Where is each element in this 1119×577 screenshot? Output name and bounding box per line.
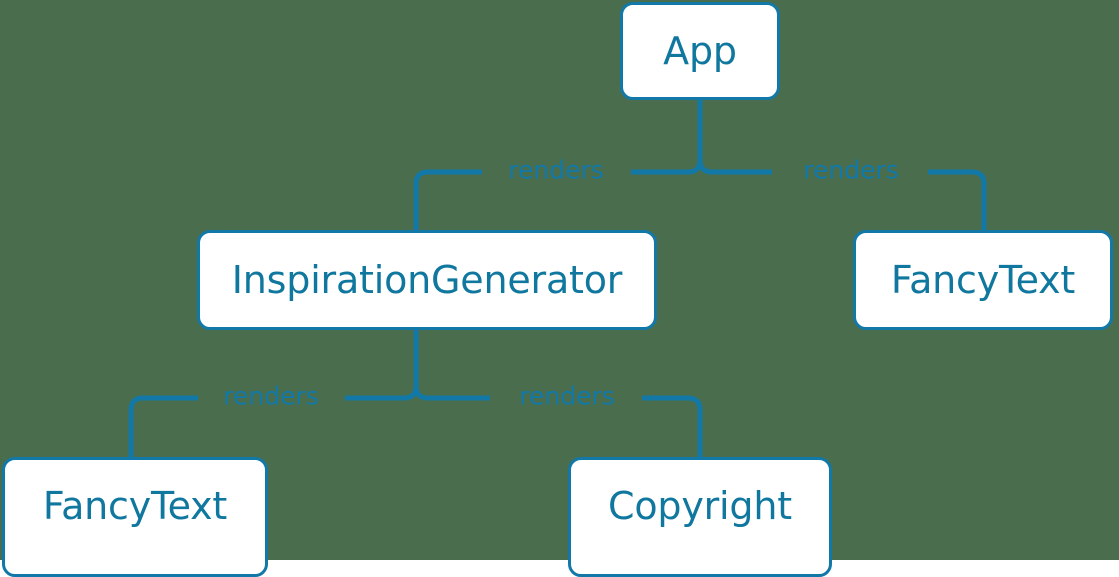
node-inspiration-generator[interactable]: InspirationGenerator xyxy=(197,230,657,330)
node-copyright-label: Copyright xyxy=(608,484,792,528)
node-copyright[interactable]: Copyright xyxy=(568,457,832,577)
node-fancytext-right[interactable]: FancyText xyxy=(853,230,1113,330)
node-fancytext-bottom[interactable]: FancyText xyxy=(2,457,268,577)
edge-label-inspiration-copyright: renders xyxy=(519,381,615,411)
edge-app-to-fancytext-right xyxy=(697,159,987,230)
edge-inspiration-to-copyright xyxy=(413,385,703,457)
edge-label-app-inspiration: renders xyxy=(508,155,604,185)
node-app-label: App xyxy=(663,29,737,73)
node-fancytext-right-label: FancyText xyxy=(890,258,1076,302)
connector-layer xyxy=(128,100,987,457)
edge-label-inspiration-fancytext-bottom: renders xyxy=(223,381,319,411)
edge-label-app-fancytext-right: renders xyxy=(803,155,899,185)
node-app[interactable]: App xyxy=(620,2,780,100)
node-fancytext-bottom-label: FancyText xyxy=(42,484,228,528)
node-inspiration-generator-label: InspirationGenerator xyxy=(231,258,623,302)
